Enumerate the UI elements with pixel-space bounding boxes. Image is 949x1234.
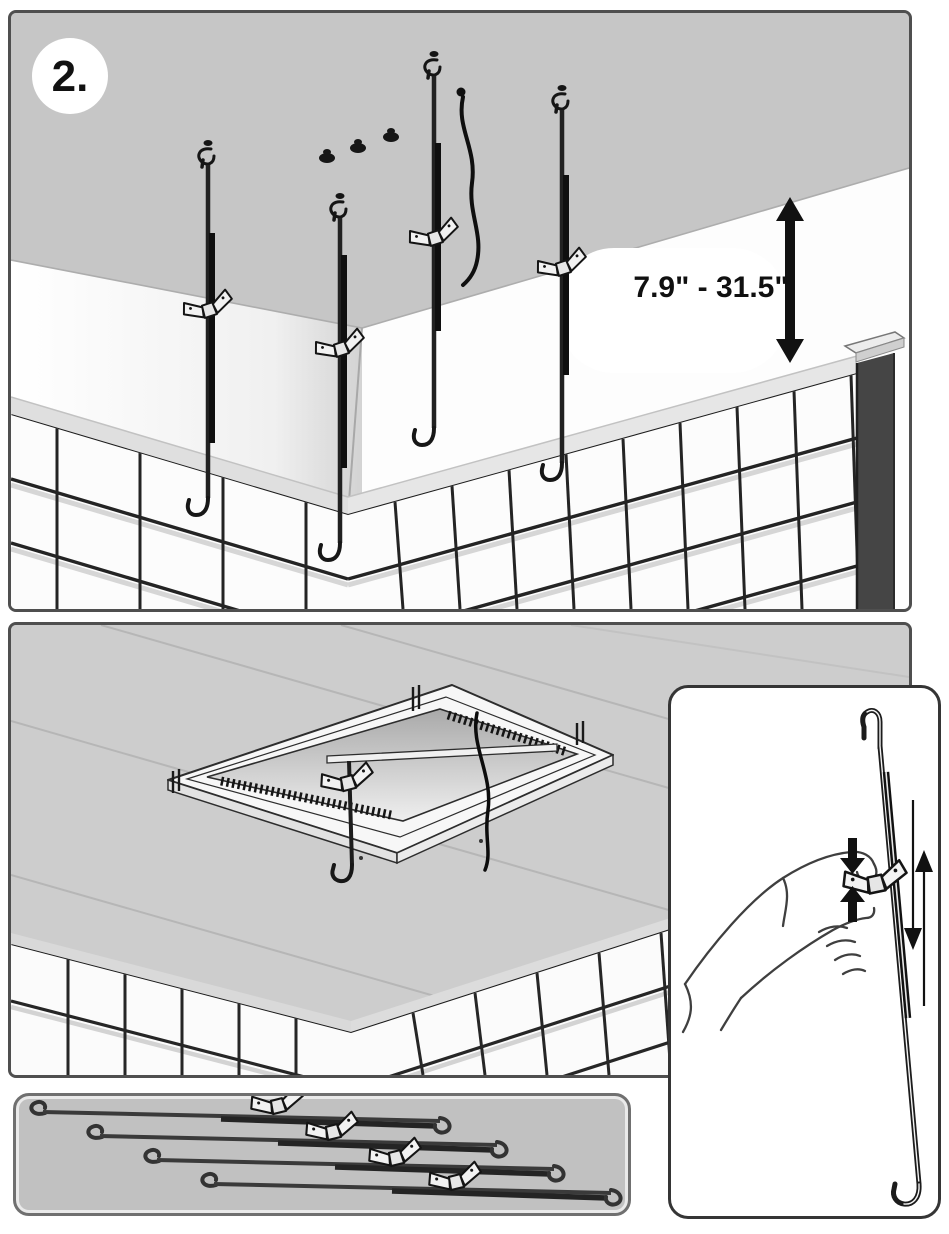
panel-clip-adjustment (668, 685, 941, 1219)
hanging-rod-icon (405, 49, 462, 447)
hanging-rod-icon (860, 707, 922, 1207)
step-badge: 2. (32, 38, 108, 114)
step-2-illustration: 2. (11, 13, 909, 609)
squeeze-arrows-icon (840, 838, 865, 922)
hanging-rod-icon (533, 83, 590, 482)
cable-tie-icon (474, 711, 491, 872)
adjustment-illustration (681, 707, 933, 1207)
hanging-rod-icon (317, 760, 377, 884)
ledge-highlight (11, 396, 349, 498)
cable-tie-icon (456, 87, 481, 287)
tray-illustration (16, 1096, 628, 1213)
slide-up-arrow-icon (915, 850, 933, 1006)
ceiling-frame-icon (167, 684, 614, 884)
hanging-rod-icon (179, 138, 236, 517)
measurement-label: 7.9" - 31.5" (633, 271, 788, 304)
panel-step-2: 2. (8, 10, 912, 612)
hanger-pins (171, 685, 585, 793)
double-arrow-icon (776, 197, 804, 363)
ceiling-anchor-icon (319, 128, 399, 163)
hand-icon (681, 850, 878, 1034)
right-tile-ledge (348, 356, 857, 515)
label-backdrop (559, 248, 787, 373)
vent-slots (220, 776, 392, 820)
ledge-highlight (347, 355, 858, 498)
step-badge-label: 2. (52, 52, 89, 101)
wall-corner-edge (347, 327, 363, 516)
panel-parts-tray (13, 1093, 631, 1216)
hanging-rod-icon (311, 191, 368, 562)
left-tile-ledge (11, 397, 348, 515)
slide-down-arrow-icon (904, 800, 922, 950)
corner-post (843, 331, 906, 609)
